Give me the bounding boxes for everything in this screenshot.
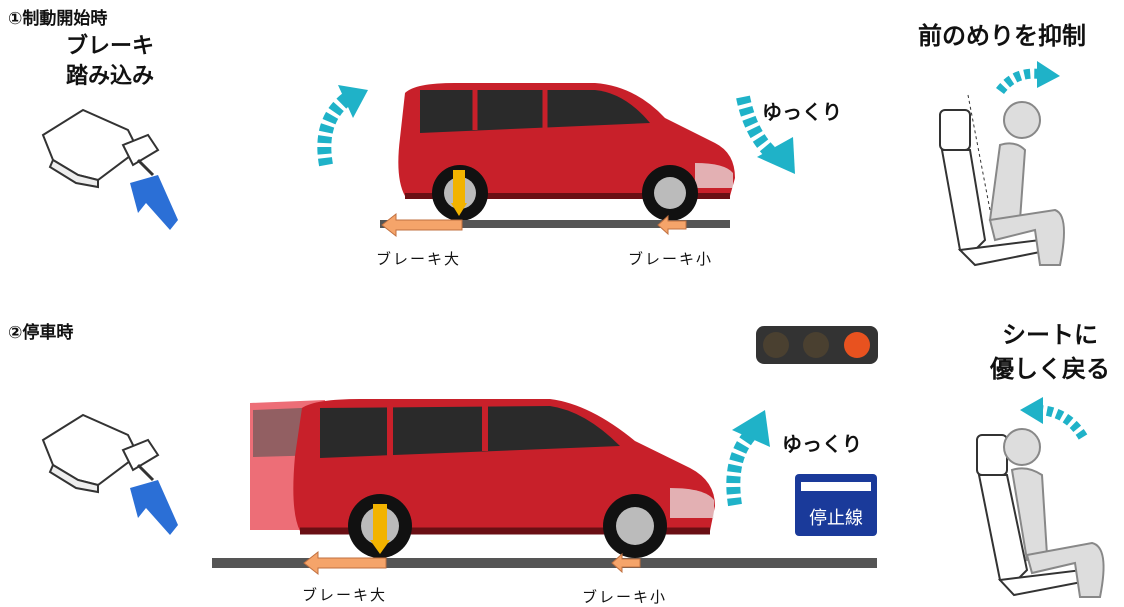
settle-up-arrow-icon <box>726 410 770 507</box>
slow-label-2: ゆっくり <box>782 432 862 456</box>
section1-title: ①制動開始時 <box>8 9 108 29</box>
traffic-light-icon <box>756 326 878 364</box>
brake-big-arrow-1 <box>381 212 463 238</box>
brake-big-label-1: ブレーキ大 <box>376 250 462 268</box>
pedal-label-1-line2: 踏み込み <box>65 64 154 89</box>
stop-line-sign: 停止線 <box>795 474 877 536</box>
car-icon <box>398 83 735 221</box>
pedal-label-1-line1: ブレーキ <box>65 34 154 59</box>
pitch-up-arrow-icon <box>317 85 368 167</box>
seat-occupant-icon-2 <box>976 428 1105 598</box>
brake-big-label-2: ブレーキ大 <box>302 586 388 604</box>
seat-occupant-icon <box>939 94 1065 267</box>
road-2 <box>212 558 877 568</box>
foot-pedal-icon <box>41 108 178 230</box>
brake-small-arrow-2 <box>611 552 641 574</box>
pedal-label-1: ブレーキ 踏み込み <box>40 32 180 92</box>
stop-line-text: 停止線 <box>809 508 863 529</box>
brake-big-arrow-2 <box>303 550 387 576</box>
forward-arrow-icon <box>996 61 1060 95</box>
back-arrow-icon <box>1020 397 1088 440</box>
stop-line-bar <box>801 482 871 491</box>
road-1 <box>380 220 730 228</box>
slow-label-1: ゆっくり <box>762 100 842 124</box>
occupant-label-2: シートに 優しく戻る <box>980 318 1120 386</box>
pitch-down-arrow-icon <box>736 95 795 174</box>
foot-pedal-icon-2 <box>41 413 178 535</box>
occupant-label-2-line1: シートに <box>1002 321 1098 349</box>
brake-small-label-2: ブレーキ小 <box>582 588 668 606</box>
brake-small-label-1: ブレーキ小 <box>628 250 714 268</box>
occupant-label-2-line2: 優しく戻る <box>990 355 1110 383</box>
car-icon-2 <box>293 399 715 558</box>
brake-small-arrow-1 <box>657 214 687 236</box>
occupant-label-1: 前のめりを抑制 <box>918 22 1086 50</box>
section2-title: ②停車時 <box>8 323 74 343</box>
